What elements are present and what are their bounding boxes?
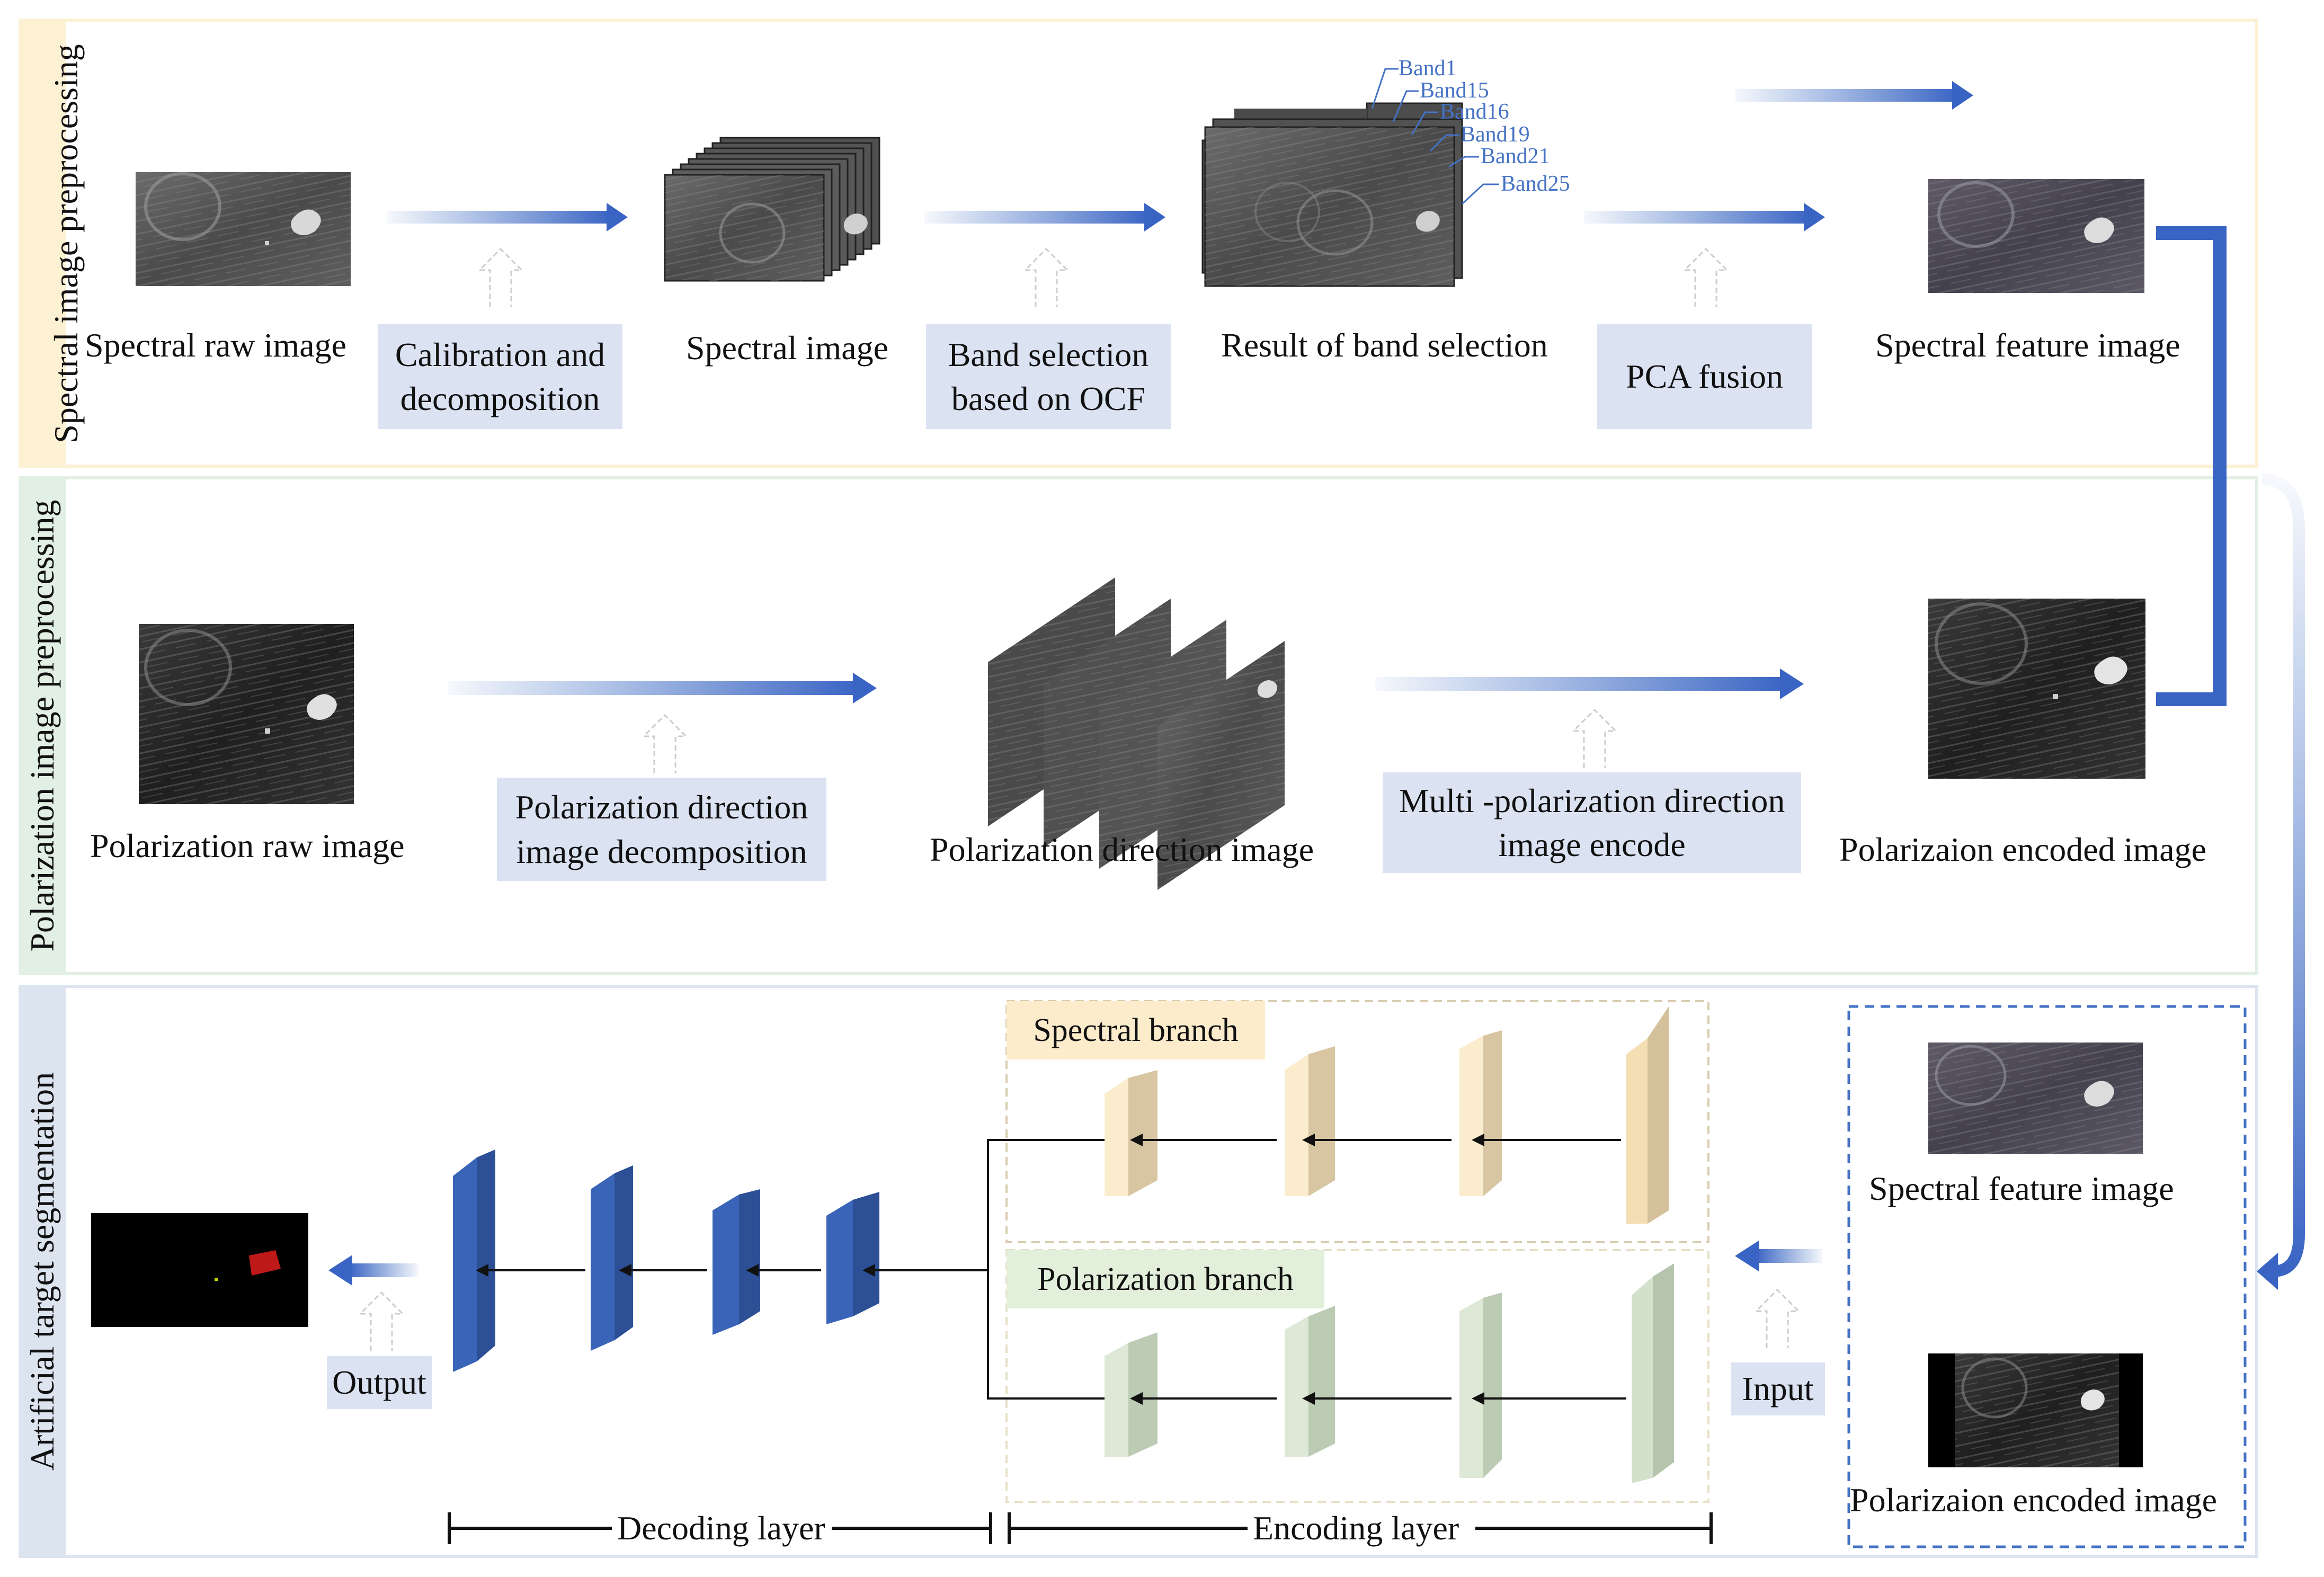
- layer-brackets: [448, 1512, 1713, 1544]
- arrow-3-head: [1804, 203, 1825, 231]
- decoder-blocks: [453, 1150, 879, 1372]
- polarization-branch-frame: [1005, 1249, 1709, 1503]
- caption-spectral-raw-image: Spectral raw image: [85, 326, 346, 364]
- dashed-up-arrows-row2: [642, 708, 1618, 773]
- input-spectral-feature-image: [1928, 1043, 2143, 1154]
- polarization-branch-blocks: [1105, 1263, 1674, 1483]
- output-label: Output: [327, 1356, 432, 1409]
- step-pol-decomp-line1: Polarization direction: [515, 788, 808, 826]
- network-connection-lines: [476, 1134, 1626, 1405]
- input-arrow-head: [1735, 1241, 1759, 1271]
- spectral-raw-image: [136, 172, 351, 286]
- step-calibration-line1: Calibration and: [395, 335, 606, 373]
- arrow-4-shaft: [448, 681, 858, 695]
- step-multi-pol-line1: Multi -polarization direction: [1399, 781, 1785, 819]
- band-leader-lines: [1371, 68, 1499, 205]
- step-calibration-line2: decomposition: [400, 380, 600, 417]
- step-pol-decomp-line2: image decomposition: [516, 832, 807, 870]
- input-group-frame: [1847, 1005, 2247, 1548]
- step-band-selection: Band selection based on OCF: [926, 324, 1171, 429]
- arrow-1-shaft: [387, 211, 612, 224]
- arrow-1-head: [607, 203, 628, 231]
- section-title-polarization: Polarization image preprocessing: [23, 500, 61, 952]
- output-arrow-shaft: [350, 1263, 419, 1277]
- band-label-4: Band19: [1461, 122, 1530, 147]
- band-label-2: Band15: [1420, 78, 1489, 103]
- caption-input-polarization-encoded-image: Polarizaion encoded image: [1850, 1481, 2218, 1519]
- polarization-raw-image: [139, 624, 354, 804]
- arrow-3-shaft: [1584, 211, 1809, 224]
- spectral-feature-image: [1928, 179, 2144, 293]
- connector-spectral-down: [2156, 226, 2227, 706]
- arrow-5-shaft: [1375, 677, 1785, 691]
- band-label-6: Band25: [1501, 172, 1570, 196]
- output-arrow-head: [328, 1255, 352, 1286]
- step-calibration-decomposition: Calibration and decomposition: [378, 324, 622, 429]
- arrow-2-shaft: [924, 211, 1150, 224]
- section-title-spectral: Spectral image preprocessing: [47, 44, 85, 443]
- caption-input-spectral-feature-image: Spectral feature image: [1869, 1170, 2174, 1207]
- spectral-branch-blocks: [1105, 1006, 1669, 1224]
- caption-spectral-feature-image: Spectral feature image: [1875, 326, 2180, 364]
- band-label-3: Band16: [1440, 100, 1509, 124]
- spectral-image-stack: [664, 137, 880, 282]
- connector-head: [2257, 1253, 2278, 1290]
- step-multi-pol-line2: image encode: [1498, 826, 1686, 863]
- input-polarization-encoded-image: [1928, 1353, 2143, 1467]
- step-polarization-decomposition: Polarization direction image decompositi…: [497, 778, 826, 881]
- segmentation-section-sidebar: [20, 986, 66, 1556]
- decoding-layer-label: Decoding layer: [617, 1509, 825, 1547]
- step-band-selection-line2: based on OCF: [951, 380, 1146, 417]
- caption-spectral-image: Spectral image: [686, 329, 889, 367]
- polarization-encoded-image: [1928, 599, 2145, 779]
- arrow-4-head: [853, 673, 877, 703]
- polarization-branch-label: Polarization branch: [1007, 1250, 1324, 1308]
- input-arrow-shaft: [1756, 1249, 1822, 1263]
- step-multi-polarization-encode: Multi -polarization direction image enco…: [1383, 772, 1801, 873]
- dashed-up-arrows-row1: [477, 247, 1729, 307]
- section-title-segmentation: Artificial target segmentation: [23, 1072, 61, 1471]
- step-pca-fusion: PCA fusion: [1597, 324, 1812, 429]
- input-label: Input: [1731, 1362, 1825, 1415]
- step-band-selection-line1: Band selection: [948, 335, 1149, 373]
- band-label-1: Band1: [1399, 56, 1457, 81]
- spectral-section-sidebar: [20, 20, 66, 466]
- polarization-direction-stack: [988, 577, 1285, 890]
- band-label-5: Band21: [1481, 144, 1550, 168]
- spectral-branch-frame: [1005, 1000, 1709, 1243]
- caption-band-selection-result: Result of band selection: [1221, 326, 1548, 364]
- dashed-up-arrows-row3: [358, 1288, 1801, 1351]
- band-selection-stack: [1201, 102, 1463, 287]
- arrow-2-head: [1144, 203, 1165, 231]
- encoding-layer-label: Encoding layer: [1253, 1509, 1459, 1547]
- caption-polarization-raw-image: Polarization raw image: [90, 827, 405, 865]
- spectral-branch-label: Spectral branch: [1007, 1001, 1265, 1059]
- caption-polarization-encoded-image: Polarizaion encoded image: [1839, 831, 2207, 868]
- output-segmentation-mask: [91, 1213, 308, 1327]
- connector-to-segmentation: [2261, 474, 2305, 1277]
- caption-polarization-direction-image: Polarization direction image: [930, 831, 1314, 868]
- arrow-5-head: [1780, 669, 1804, 699]
- arrow-top-head: [1952, 81, 1973, 110]
- polarization-section-sidebar: [20, 478, 66, 974]
- arrow-top-shaft: [1735, 89, 1957, 102]
